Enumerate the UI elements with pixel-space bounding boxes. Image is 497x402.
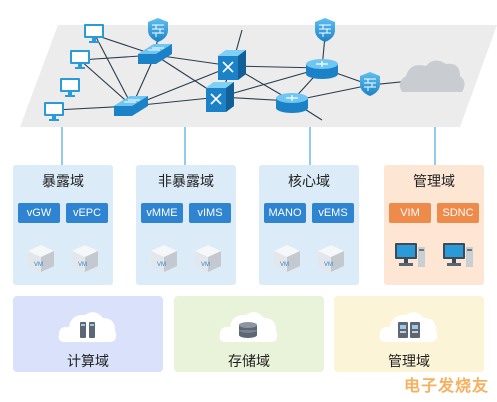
domain-title: 暴露域 xyxy=(42,174,84,190)
core-switch-icon xyxy=(206,82,234,112)
resource-label: 计算域 xyxy=(67,354,109,370)
watermark: 电子发烧友 xyxy=(403,376,489,395)
vnf-chip: vGW xyxy=(18,203,60,223)
cloud-storage-icon xyxy=(219,312,278,342)
firewall-icon xyxy=(148,18,168,42)
domain-connectors xyxy=(61,127,436,165)
domain-title: 核心域 xyxy=(288,174,330,190)
vnf-chip: vMME xyxy=(141,203,183,223)
resource-network: 管理域 xyxy=(334,296,484,372)
vnf-chip: SDNC xyxy=(437,203,479,223)
vm-icon: VM xyxy=(195,245,221,272)
monitor-icon xyxy=(44,102,64,121)
vm-icon: VM xyxy=(151,245,177,272)
workstation-icon xyxy=(443,243,473,267)
domain-exposed: 暴露域 vGW vEPC VM VM xyxy=(13,165,113,285)
cloud-icon xyxy=(399,60,465,92)
core-switch-icon xyxy=(218,50,246,80)
vm-label: VM xyxy=(324,262,333,268)
vm-label: VM xyxy=(34,262,43,268)
router-icon xyxy=(306,59,338,79)
router-icon xyxy=(276,93,308,113)
domain-non-exposed: 非暴露域 vMME vIMS VM VM xyxy=(136,165,236,285)
monitor-icon xyxy=(84,24,104,43)
vm-label: VM xyxy=(78,262,87,268)
vm-icon: VM xyxy=(274,245,300,272)
domain-title: 管理域 xyxy=(413,174,455,190)
vm-icon: VM xyxy=(28,245,54,272)
vnf-chip: vEPC xyxy=(66,203,108,223)
domain-title: 非暴露域 xyxy=(158,174,214,190)
workstation-icon xyxy=(395,243,425,267)
resource-compute: 计算域 xyxy=(13,296,163,372)
monitor-icon xyxy=(60,78,80,97)
vnf-chip: VIM xyxy=(389,203,431,223)
vm-label: VM xyxy=(157,262,166,268)
resource-label: 管理域 xyxy=(388,354,430,370)
resource-storage: 存储域 xyxy=(174,296,324,372)
switch-icon xyxy=(138,44,172,64)
vm-label: VM xyxy=(201,262,210,268)
vm-icon: VM xyxy=(72,245,98,272)
monitor-icon xyxy=(70,50,90,69)
switch-icon xyxy=(114,96,148,116)
resource-label: 存储域 xyxy=(228,354,270,370)
cloud-server-icon xyxy=(58,312,117,342)
vnf-chip: vIMS xyxy=(189,203,231,223)
vnf-chip: vEMS xyxy=(312,203,354,223)
cloud-network-icon xyxy=(379,312,438,342)
network-topology xyxy=(20,18,497,165)
vm-icon: VM xyxy=(318,245,344,272)
vm-label: VM xyxy=(280,262,289,268)
firewall-icon xyxy=(315,18,335,42)
firewall-icon xyxy=(360,72,380,96)
domain-management: 管理域 VIM SDNC xyxy=(384,165,484,285)
vnf-chip: MANO xyxy=(264,203,306,223)
domain-core: 核心域 MANO vEMS VM VM xyxy=(259,165,359,285)
